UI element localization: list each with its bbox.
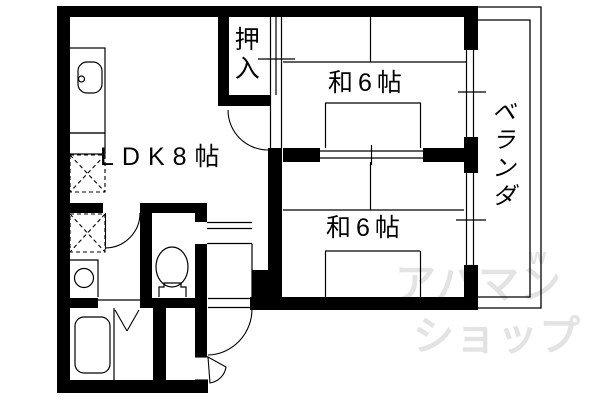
bathtub-icon [74,308,115,380]
refrigerator-area-icon [69,154,106,193]
sliding-door-lines [98,17,423,309]
room-label-ldk: LDK8帖 [100,143,228,171]
tatami-lines [283,17,466,297]
room-label-closet: 押入 [231,26,260,84]
room-label-japanese-room-upper: 和6帖 [328,69,407,97]
window-lines [456,50,486,265]
room-label-veranda: ベランダ [487,99,515,211]
washbasin-icon [70,259,99,297]
door-swing-arcs [104,109,269,356]
bath-folding-door-icon [114,309,128,332]
veranda-outline [478,6,542,309]
watermark-text-line2: ショップ [413,313,581,359]
walls [57,6,478,393]
toilet-icon [155,246,189,297]
kitchen-sink-icon [77,61,103,94]
room-label-japanese-room-lower: 和6帖 [326,214,405,242]
kitchen-counter-icon [68,47,106,155]
entrance-door-icon [195,356,227,384]
watermark-logo-mark: w [529,244,547,269]
washing-machine-area-icon [69,213,106,253]
